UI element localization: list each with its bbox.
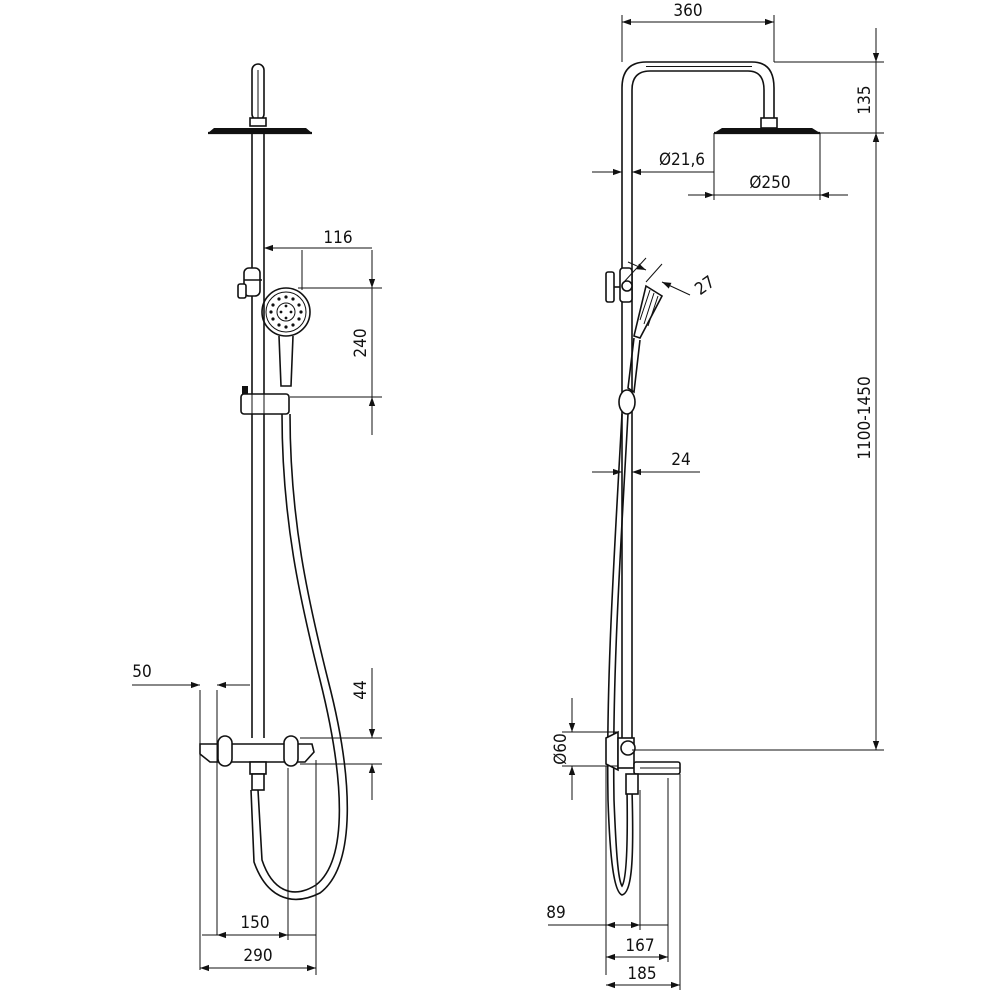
dim-116-label: 116 [323, 228, 352, 248]
dim-total-height-label: 1100-1450 [855, 376, 875, 459]
dim-mixer-diameter: Ø60 [551, 698, 618, 800]
dim-50-label: 50 [132, 662, 151, 682]
front-view: 116 240 50 44 [132, 63, 382, 975]
dim-89: 89 [546, 766, 668, 975]
dim-pipe-diameter: Ø21,6 [592, 150, 714, 176]
dim-24: 24 [592, 450, 700, 476]
dim-44-label: 44 [351, 680, 371, 699]
dim-27-label: 27 [691, 272, 718, 300]
dim-290-label: 290 [243, 946, 272, 966]
overhead-shower-front [208, 63, 312, 135]
dim-240: 240 [290, 250, 382, 435]
shower-hose-side [606, 413, 634, 896]
dim-50: 50 [132, 662, 250, 970]
dim-pipe-diameter-label: Ø21,6 [659, 150, 705, 170]
dim-24-label: 24 [671, 450, 690, 470]
dim-150: 150 [202, 768, 316, 940]
dim-head-diameter-label: Ø250 [749, 173, 790, 193]
hand-shower-front [261, 287, 311, 387]
hand-shower-holder [237, 267, 262, 299]
dim-mixer-diameter-label: Ø60 [551, 733, 571, 765]
overhead-shower-side [714, 117, 820, 135]
dim-167: 167 [606, 778, 669, 962]
holder-side [605, 267, 633, 303]
dim-89-label: 89 [546, 903, 565, 923]
riser-rail-front [251, 133, 265, 738]
dim-27: 27 [623, 257, 719, 300]
dim-360-label: 360 [673, 1, 702, 21]
dim-116: 116 [264, 228, 372, 290]
slide-holder-front [240, 386, 290, 415]
dim-total-height: 1100-1450 [632, 133, 884, 751]
shower-hose-front [250, 413, 349, 901]
dim-290: 290 [200, 760, 317, 975]
dim-head-diameter: Ø250 [688, 133, 848, 200]
mixer-side [605, 730, 681, 795]
hand-shower-side [627, 284, 664, 394]
dim-240-label: 240 [351, 328, 371, 357]
dim-167-label: 167 [625, 936, 654, 956]
riser-pipe-side [621, 61, 775, 745]
dim-135-label: 135 [855, 85, 875, 114]
dim-360: 360 [621, 1, 775, 62]
dim-150-label: 150 [240, 913, 269, 933]
dim-185: 185 [606, 774, 681, 990]
dim-44: 44 [300, 668, 382, 800]
dim-185-label: 185 [627, 964, 656, 984]
side-view: 360 135 Ø21,6 Ø250 [546, 1, 884, 990]
dim-135: 135 [774, 28, 884, 168]
slide-holder-side [618, 389, 636, 415]
